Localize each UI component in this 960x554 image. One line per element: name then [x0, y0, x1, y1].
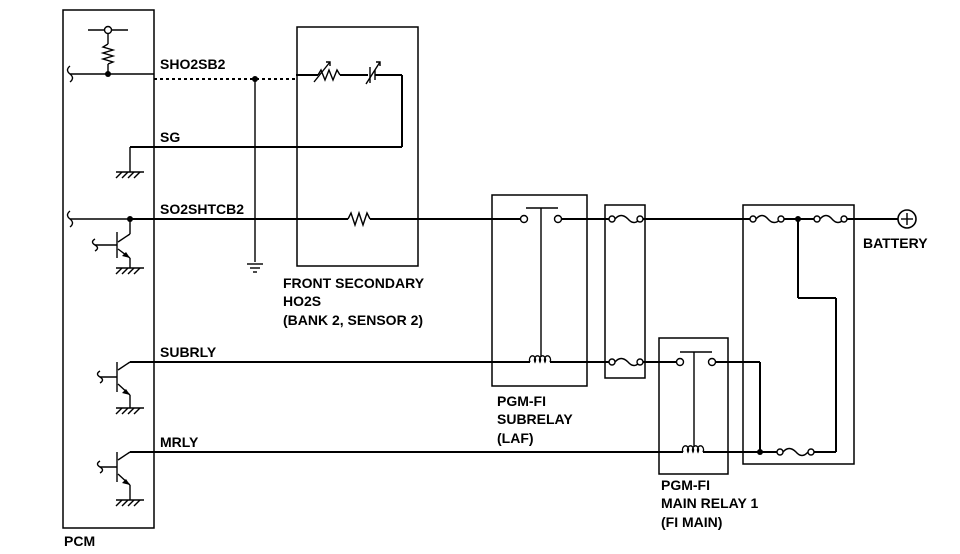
- subrelay-contacts: [519, 207, 612, 364]
- label-sho2sb2: SHO2SB2: [160, 56, 226, 72]
- ho2s-sensor-element: [296, 61, 403, 147]
- fuse-2a: [749, 214, 814, 224]
- fuse-box-1: [604, 204, 646, 379]
- main-relay-label-3: (FI MAIN): [661, 514, 722, 530]
- fuse-box-2: [742, 204, 855, 465]
- pcm-box: [62, 9, 155, 529]
- fuse-1a: [608, 214, 644, 224]
- label-mrly: MRLY: [160, 434, 199, 450]
- battery-terminal-icon: [897, 209, 917, 229]
- subrelay-box: [491, 194, 588, 387]
- subrelay-label-1: PGM-FI: [497, 393, 546, 409]
- ho2s-label-3: (BANK 2, SENSOR 2): [283, 312, 423, 328]
- ho2s-box: [296, 26, 419, 267]
- main-relay-label-2: MAIN RELAY 1: [661, 495, 758, 511]
- ho2s-label-1: FRONT SECONDARY: [283, 275, 425, 291]
- fuse-2c: [776, 219, 837, 457]
- fuse-2b: [813, 214, 899, 224]
- battery-label: BATTERY: [863, 235, 928, 251]
- fuse-1b: [608, 357, 644, 367]
- label-so2shtcb2: SO2SHTCB2: [160, 201, 244, 217]
- wire-mrly: [96, 449, 780, 507]
- shield-ground: [247, 76, 263, 273]
- label-subrly: SUBRLY: [160, 344, 217, 360]
- wire-sho2sb2: [66, 65, 296, 83]
- main-relay-contacts: [675, 351, 761, 454]
- wire-so2shtcb2: [66, 210, 524, 275]
- subrelay-label-3: (LAF): [497, 430, 534, 446]
- label-sg: SG: [160, 129, 180, 145]
- pcm-label: PCM: [64, 533, 95, 549]
- main-relay-box: [658, 337, 729, 475]
- pcm-pullup-resistor: [88, 25, 128, 74]
- wire-subrly: [96, 361, 680, 415]
- ho2s-label-2: HO2S: [283, 293, 321, 309]
- main-relay-label-1: PGM-FI: [661, 477, 710, 493]
- subrelay-label-2: SUBRELAY: [497, 411, 573, 427]
- wire-sg: [115, 146, 402, 179]
